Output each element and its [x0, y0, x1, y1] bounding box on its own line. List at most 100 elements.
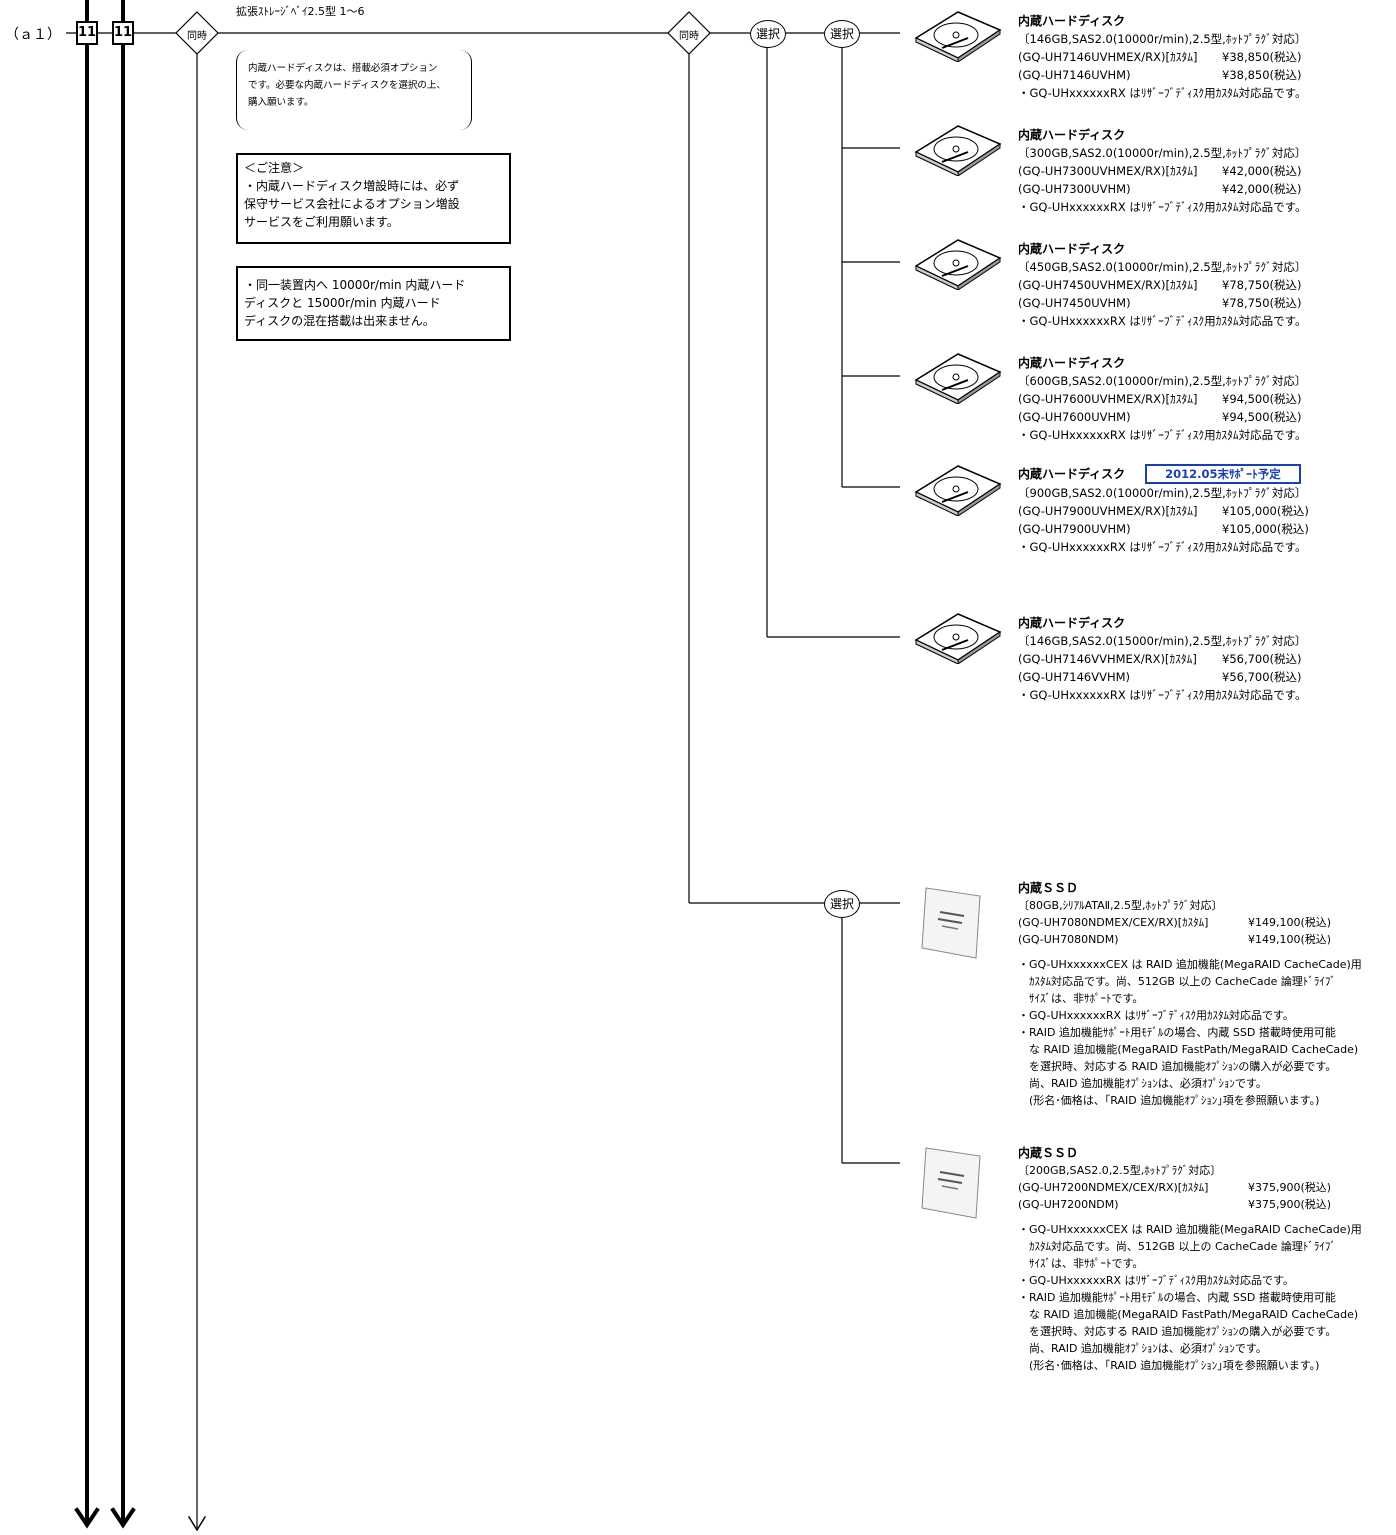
item-model: (GQ-UH7200NDM): [1018, 1196, 1248, 1213]
item-price: ¥78,750(税込): [1222, 296, 1302, 310]
item-model: (GQ-UH7600UVHM): [1018, 408, 1222, 426]
item-note: ・GQ-UHxxxxxxRX はﾘｻﾞｰﾌﾞﾃﾞｨｽｸ用ｶｽﾀﾑ対応品です。: [1018, 426, 1306, 444]
hard-disk-icon: [912, 610, 1002, 664]
item-price: ¥78,750(税込): [1222, 278, 1302, 292]
item-note-line: 尚、RAID 追加機能ｵﾌﾟｼｮﾝは、必須ｵﾌﾟｼｮﾝです。: [1018, 1075, 1362, 1092]
item-note-line: (形名･価格は、｢RAID 追加機能ｵﾌﾟｼｮﾝ｣項を参照願います。): [1018, 1357, 1362, 1374]
item-price: ¥94,500(税込): [1222, 410, 1302, 424]
item-note: ・GQ-UHxxxxxxRX はﾘｻﾞｰﾌﾞﾃﾞｨｽｸ用ｶｽﾀﾑ対応品です。: [1018, 84, 1306, 102]
ssd-icon: [918, 1142, 988, 1222]
hard-disk-icon: [912, 236, 1002, 290]
item-note-line: を選択時、対応する RAID 追加機能ｵﾌﾟｼｮﾝの購入が必要です。: [1018, 1058, 1362, 1075]
item-note: ・GQ-UHxxxxxxRX はﾘｻﾞｰﾌﾞﾃﾞｨｽｸ用ｶｽﾀﾑ対応品です。: [1018, 686, 1306, 704]
hdd-item-900gb-10k: 内蔵ハードディスク 2012.05末ｻﾎﾟｰﾄ予定 〔900GB,SAS2.0(1…: [1018, 464, 1309, 556]
item-model: (GQ-UH7080NDM): [1018, 931, 1248, 948]
item-note-line: ・RAID 追加機能ｻﾎﾟｰﾄ用ﾓﾃﾞﾙの場合、内蔵 SSD 搭載時使用可能: [1018, 1289, 1362, 1306]
item-model: (GQ-UH7600UVHMEX/RX)[ｶｽﾀﾑ]: [1018, 390, 1222, 408]
mixing-note-line: ディスクと 15000r/min 内蔵ハード: [244, 294, 503, 312]
item-spec: 〔600GB,SAS2.0(10000r/min),2.5型,ﾎｯﾄﾌﾟﾗｸﾞ対…: [1018, 372, 1306, 390]
item-price: ¥42,000(税込): [1222, 164, 1302, 178]
item-title: 内蔵ハードディスク: [1018, 12, 1306, 30]
hdd-item-146gb-10k: 内蔵ハードディスク 〔146GB,SAS2.0(10000r/min),2.5型…: [1018, 12, 1306, 102]
item-price: ¥149,100(税込): [1248, 916, 1331, 929]
item-title: 内蔵ＳＳＤ: [1018, 880, 1362, 897]
select-node-2: 選択: [824, 20, 860, 48]
diamond-label-simultaneous-right: 同時: [673, 27, 705, 42]
caution-note-line: サービスをご利用願います。: [244, 213, 503, 231]
item-spec: 〔80GB,ｼﾘｱﾙATAⅡ,2.5型,ﾎｯﾄﾌﾟﾗｸﾞ対応〕: [1018, 897, 1362, 914]
item-price: ¥105,000(税込): [1222, 522, 1309, 536]
item-price: ¥375,900(税込): [1248, 1181, 1331, 1194]
item-note-line: 尚、RAID 追加機能ｵﾌﾟｼｮﾝは、必須ｵﾌﾟｼｮﾝです。: [1018, 1340, 1362, 1357]
section-number-box-a: 11: [76, 21, 98, 45]
required-note: 内蔵ハードディスクは、搭載必須オプション です。必要な内蔵ハードディスクを選択の…: [238, 56, 488, 115]
item-note-line: ｶｽﾀﾑ対応品です。尚、512GB 以上の CacheCade 論理ﾄﾞﾗｲﾌﾞ: [1018, 1238, 1362, 1255]
item-note: ・GQ-UHxxxxxxRX はﾘｻﾞｰﾌﾞﾃﾞｨｽｸ用ｶｽﾀﾑ対応品です。: [1018, 538, 1309, 556]
hdd-item-300gb-10k: 内蔵ハードディスク 〔300GB,SAS2.0(10000r/min),2.5型…: [1018, 126, 1306, 216]
item-notes: ・GQ-UHxxxxxxCEX は RAID 追加機能(MegaRAID Cac…: [1018, 1221, 1362, 1374]
item-model: (GQ-UH7146UVHM): [1018, 66, 1222, 84]
item-note: ・GQ-UHxxxxxxRX はﾘｻﾞｰﾌﾞﾃﾞｨｽｸ用ｶｽﾀﾑ対応品です。: [1018, 198, 1306, 216]
item-model: (GQ-UH7146UVHMEX/RX)[ｶｽﾀﾑ]: [1018, 48, 1222, 66]
item-note-line: ｻｲｽﾞは、非ｻﾎﾟｰﾄです。: [1018, 1255, 1362, 1272]
caution-note: ＜ご注意＞ ・内蔵ハードディスク増設時には、必ず 保守サービス会社によるオプショ…: [236, 153, 511, 244]
item-price: ¥38,850(税込): [1222, 68, 1302, 82]
item-title: 内蔵ハードディスク: [1018, 240, 1306, 258]
mixing-note: ・同一装置内へ 10000r/min 内蔵ハード ディスクと 15000r/mi…: [236, 266, 511, 341]
item-model: (GQ-UH7300UVHM): [1018, 180, 1222, 198]
ssd-item-200gb: 内蔵ＳＳＤ 〔200GB,SAS2.0,2.5型,ﾎｯﾄﾌﾟﾗｸﾞ対応〕 (GQ…: [1018, 1145, 1362, 1374]
mixing-note-line: ・同一装置内へ 10000r/min 内蔵ハード: [244, 276, 503, 294]
item-title: 内蔵ハードディスク: [1018, 354, 1306, 372]
item-model: (GQ-UH7146VVHMEX/RX)[ｶｽﾀﾑ]: [1018, 650, 1222, 668]
item-note-line: ｻｲｽﾞは、非ｻﾎﾟｰﾄです。: [1018, 990, 1362, 1007]
item-model: (GQ-UH7450UVHMEX/RX)[ｶｽﾀﾑ]: [1018, 276, 1222, 294]
item-note-line: ・GQ-UHxxxxxxRX はﾘｻﾞｰﾌﾞﾃﾞｨｽｸ用ｶｽﾀﾑ対応品です。: [1018, 1272, 1362, 1289]
item-note-line: な RAID 追加機能(MegaRAID FastPath/MegaRAID C…: [1018, 1306, 1362, 1323]
caution-note-line: ・内蔵ハードディスク増設時には、必ず: [244, 177, 503, 195]
item-note-line: (形名･価格は、｢RAID 追加機能ｵﾌﾟｼｮﾝ｣項を参照願います。): [1018, 1092, 1362, 1109]
item-price: ¥56,700(税込): [1222, 652, 1302, 666]
hdd-item-146gb-15k: 内蔵ハードディスク 〔146GB,SAS2.0(15000r/min),2.5型…: [1018, 614, 1306, 704]
item-note-line: な RAID 追加機能(MegaRAID FastPath/MegaRAID C…: [1018, 1041, 1362, 1058]
row-label: （ａ１）: [5, 24, 61, 44]
item-spec: 〔200GB,SAS2.0,2.5型,ﾎｯﾄﾌﾟﾗｸﾞ対応〕: [1018, 1162, 1362, 1179]
item-model: (GQ-UH7200NDMEX/CEX/RX)[ｶｽﾀﾑ]: [1018, 1179, 1248, 1196]
required-note-line: 内蔵ハードディスクは、搭載必須オプション: [248, 60, 478, 77]
item-price: ¥38,850(税込): [1222, 50, 1302, 64]
item-model: (GQ-UH7080NDMEX/CEX/RX)[ｶｽﾀﾑ]: [1018, 914, 1248, 931]
item-model: (GQ-UH7450UVHM): [1018, 294, 1222, 312]
item-title: 内蔵ハードディスク: [1018, 467, 1125, 481]
diamond-label-simultaneous-left: 同時: [181, 27, 213, 42]
item-note-line: ｶｽﾀﾑ対応品です。尚、512GB 以上の CacheCade 論理ﾄﾞﾗｲﾌﾞ: [1018, 973, 1362, 990]
item-price: ¥375,900(税込): [1248, 1198, 1331, 1211]
item-note-line: ・RAID 追加機能ｻﾎﾟｰﾄ用ﾓﾃﾞﾙの場合、内蔵 SSD 搭載時使用可能: [1018, 1024, 1362, 1041]
item-model: (GQ-UH7900UVHM): [1018, 520, 1222, 538]
hdd-item-450gb-10k: 内蔵ハードディスク 〔450GB,SAS2.0(10000r/min),2.5型…: [1018, 240, 1306, 330]
item-spec: 〔900GB,SAS2.0(10000r/min),2.5型,ﾎｯﾄﾌﾟﾗｸﾞ対…: [1018, 484, 1309, 502]
item-model: (GQ-UH7900UVHMEX/RX)[ｶｽﾀﾑ]: [1018, 502, 1222, 520]
required-note-line: です。必要な内蔵ハードディスクを選択の上、: [248, 77, 478, 94]
ssd-item-80gb: 内蔵ＳＳＤ 〔80GB,ｼﾘｱﾙATAⅡ,2.5型,ﾎｯﾄﾌﾟﾗｸﾞ対応〕 (G…: [1018, 880, 1362, 1109]
item-title: 内蔵ハードディスク: [1018, 126, 1306, 144]
item-note: ・GQ-UHxxxxxxRX はﾘｻﾞｰﾌﾞﾃﾞｨｽｸ用ｶｽﾀﾑ対応品です。: [1018, 312, 1306, 330]
item-spec: 〔300GB,SAS2.0(10000r/min),2.5型,ﾎｯﾄﾌﾟﾗｸﾞ対…: [1018, 144, 1306, 162]
item-spec: 〔146GB,SAS2.0(10000r/min),2.5型,ﾎｯﾄﾌﾟﾗｸﾞ対…: [1018, 30, 1306, 48]
item-title: 内蔵ハードディスク: [1018, 614, 1306, 632]
hard-disk-icon: [912, 8, 1002, 62]
item-note-line: を選択時、対応する RAID 追加機能ｵﾌﾟｼｮﾝの購入が必要です。: [1018, 1323, 1362, 1340]
hard-disk-icon: [912, 350, 1002, 404]
mixing-note-line: ディスクの混在搭載は出来ません。: [244, 312, 503, 330]
bay-label: 拡張ｽﾄﾚｰｼﾞﾍﾞｲ2.5型 1～6: [236, 3, 365, 19]
required-note-line: 購入願います。: [248, 94, 478, 111]
item-model: (GQ-UH7300UVHMEX/RX)[ｶｽﾀﾑ]: [1018, 162, 1222, 180]
support-date-badge: 2012.05末ｻﾎﾟｰﾄ予定: [1145, 464, 1301, 484]
item-note-line: ・GQ-UHxxxxxxRX はﾘｻﾞｰﾌﾞﾃﾞｨｽｸ用ｶｽﾀﾑ対応品です。: [1018, 1007, 1362, 1024]
item-price: ¥149,100(税込): [1248, 933, 1331, 946]
section-number-box-b: 11: [112, 21, 134, 45]
item-spec: 〔450GB,SAS2.0(10000r/min),2.5型,ﾎｯﾄﾌﾟﾗｸﾞ対…: [1018, 258, 1306, 276]
hard-disk-icon: [912, 462, 1002, 516]
item-price: ¥105,000(税込): [1222, 504, 1309, 518]
item-notes: ・GQ-UHxxxxxxCEX は RAID 追加機能(MegaRAID Cac…: [1018, 956, 1362, 1109]
item-price: ¥94,500(税込): [1222, 392, 1302, 406]
ssd-icon: [918, 882, 988, 962]
